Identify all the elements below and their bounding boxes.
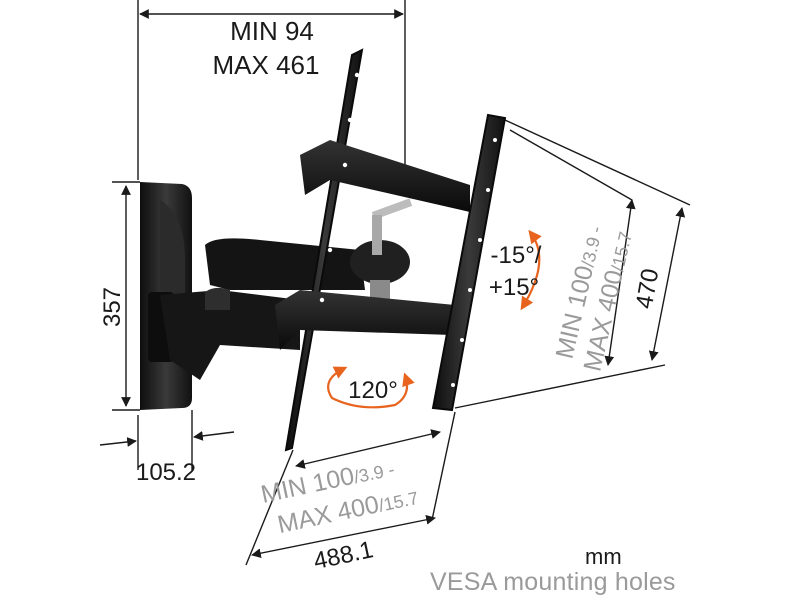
top-dim-min: MIN 94 — [230, 16, 314, 46]
tilt-arc — [520, 229, 542, 311]
tilt-rod — [371, 198, 413, 220]
vesa-v-max-suffix: /15.7 — [607, 230, 635, 274]
wall-depth-label: 105.2 — [136, 459, 196, 486]
swivel-label: 120° — [348, 377, 398, 404]
swivel-indicator — [327, 366, 415, 409]
upper-rail — [300, 140, 470, 212]
vesa-legend: VESA mounting holes — [430, 568, 676, 596]
total-width-label: 488.1 — [311, 536, 375, 575]
lower-arm — [160, 290, 300, 380]
tilt-label-line2: +15° — [489, 274, 539, 301]
unit-label: mm — [585, 544, 622, 569]
depth-arrow-left — [99, 437, 137, 447]
vesa-vertical-arrow — [604, 199, 636, 366]
vesa-v-min-suffix: /3.9 - — [578, 224, 607, 268]
tilt-label-line1: -15°/ — [491, 242, 542, 269]
wall-height-label: 357 — [99, 287, 126, 327]
vesa-h-min-suffix: /3.9 - — [352, 459, 396, 487]
swivel-arc — [327, 366, 415, 409]
upper-arm — [205, 238, 365, 290]
vesa-horizontal-label: MIN 100/3.9 - MAX 400/15.7 — [258, 459, 420, 539]
total-width-arrow — [251, 514, 436, 559]
depth-arrow-right — [193, 431, 235, 441]
vesa-vertical-label: MIN 100/3.9 - MAX 400/15.7 — [551, 224, 636, 374]
wall-mount-bracket — [140, 48, 507, 452]
dimension-lines — [99, 0, 691, 566]
vesa-h-max-suffix: /15.7 — [377, 488, 420, 516]
vesa-horizontal-arrow — [295, 429, 441, 469]
screen-height-arrow — [648, 207, 686, 361]
tilt-indicator — [520, 229, 542, 311]
screen-height-label: 470 — [631, 267, 665, 311]
top-dim-max: MAX 461 — [213, 50, 320, 80]
arm-pivot — [350, 240, 410, 284]
lower-rail — [275, 290, 455, 350]
